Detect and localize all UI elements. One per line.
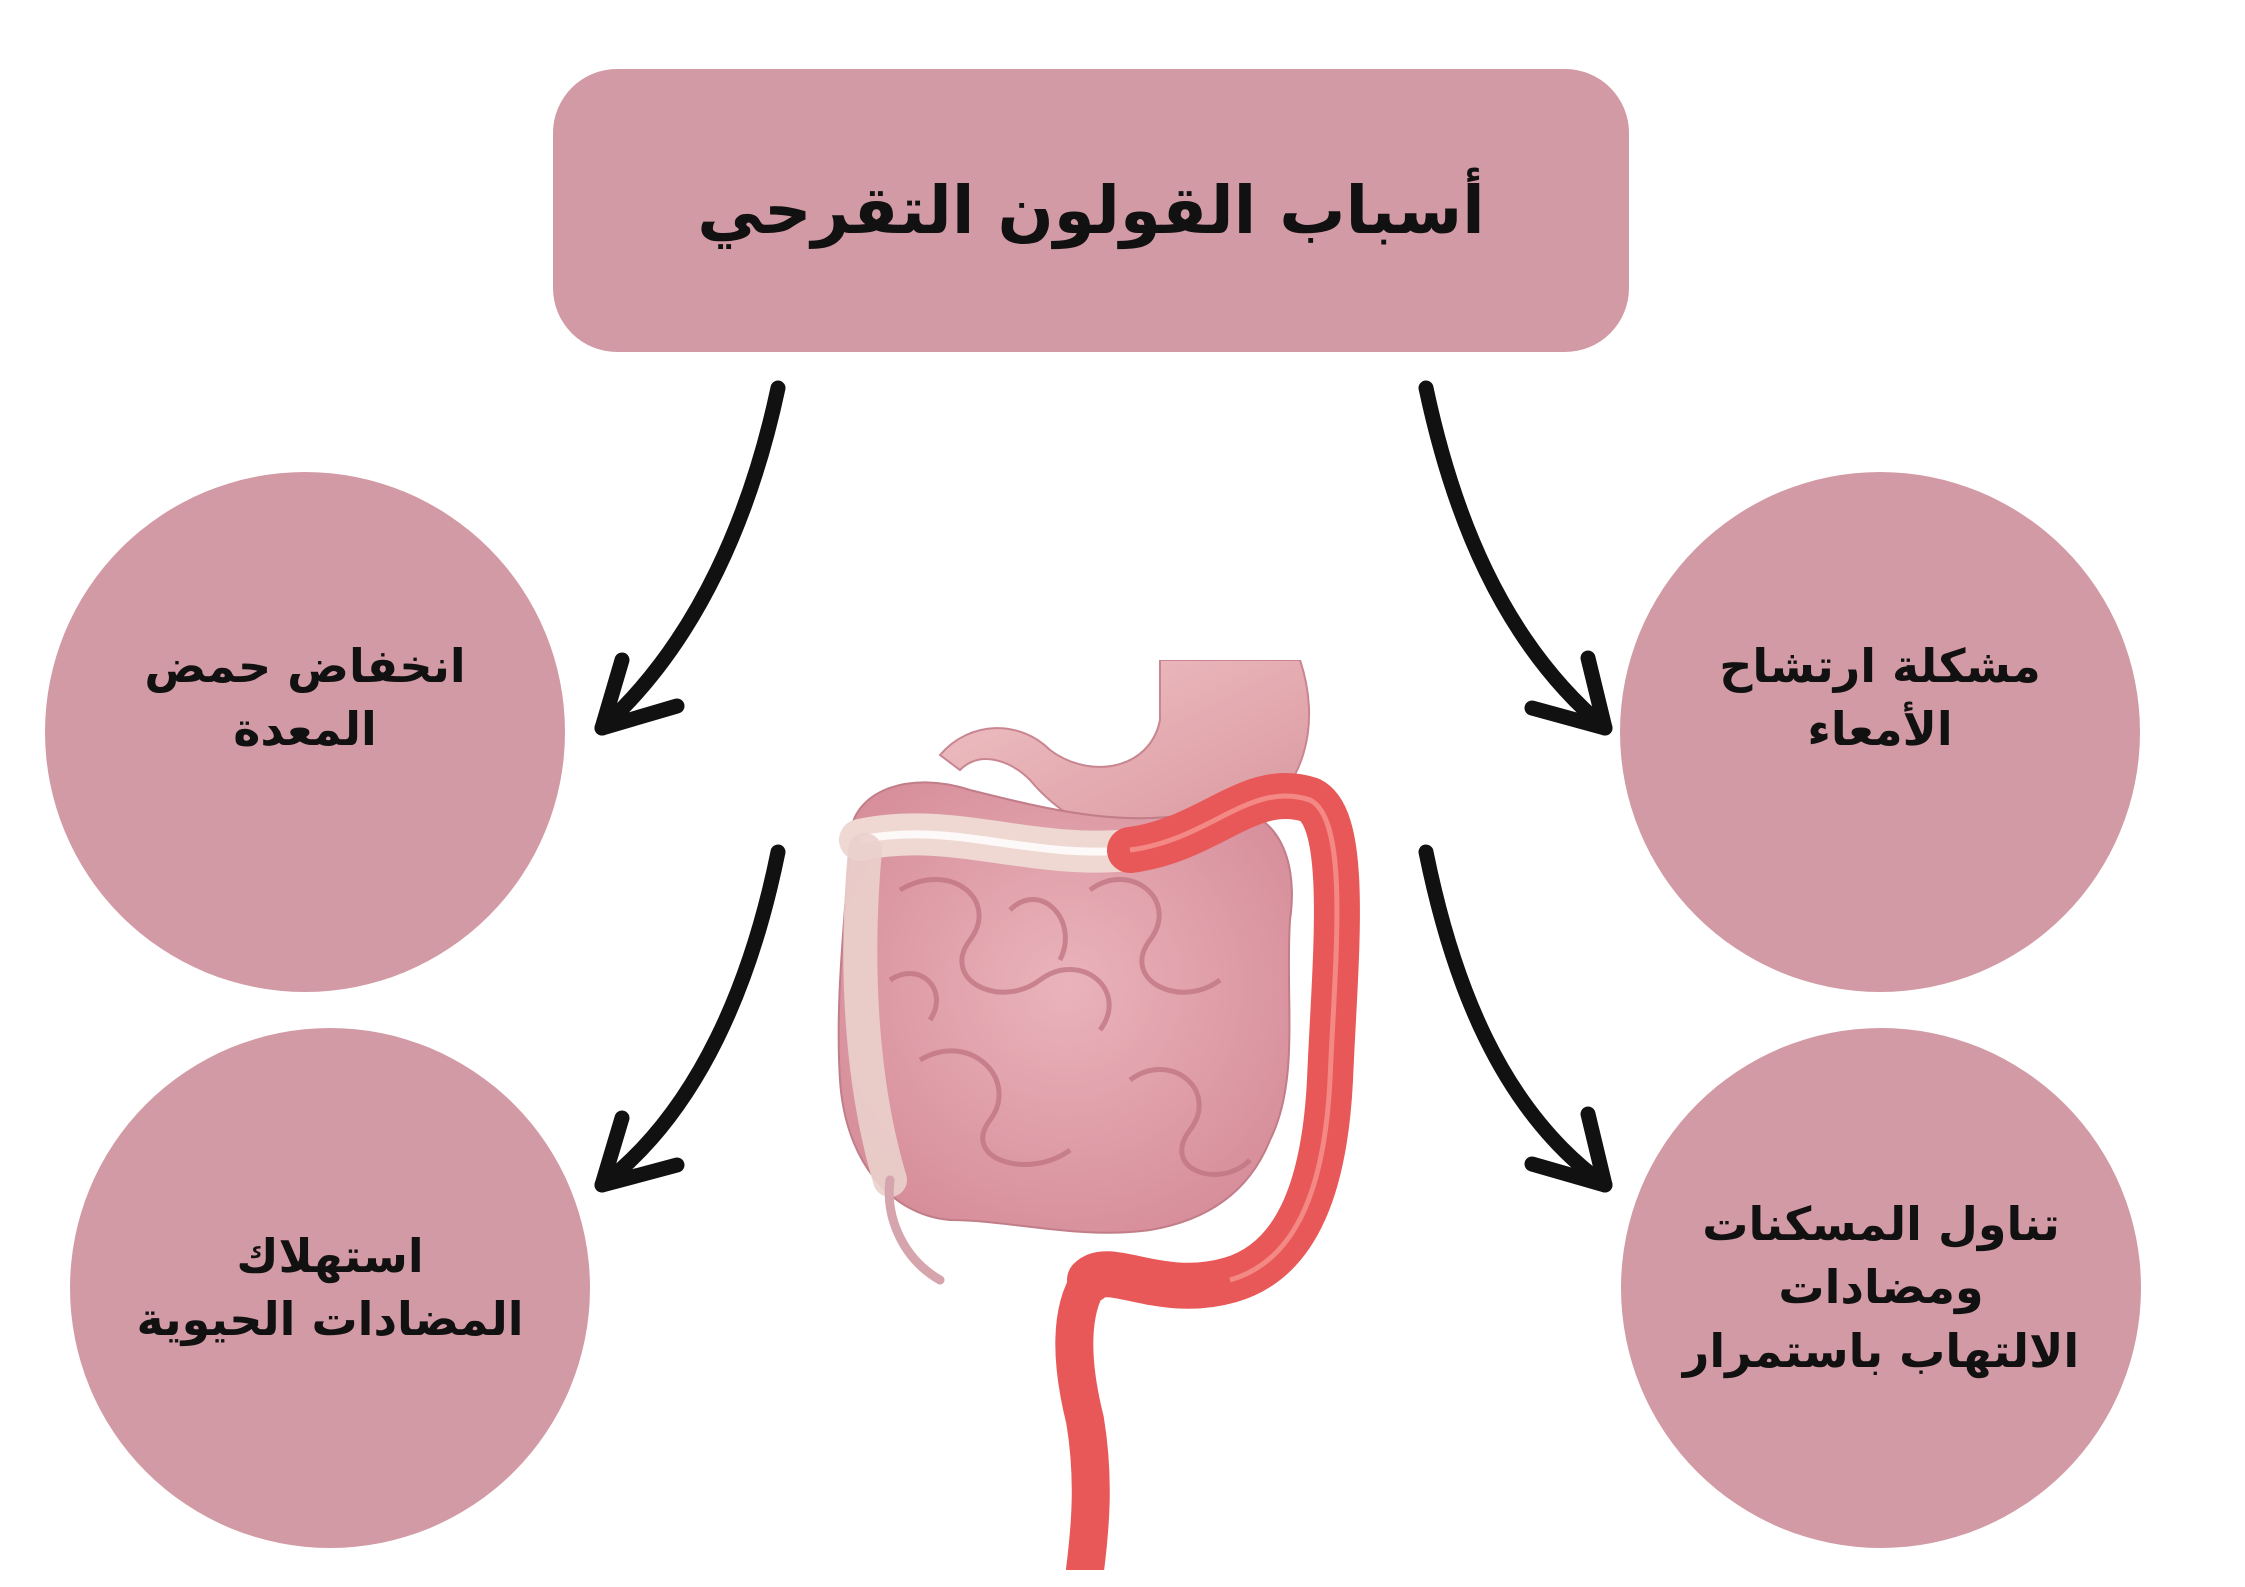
digestive-system-illustration [837, 660, 1360, 1570]
cause-label: تناول المسكنات ومضادات الالتهاب باستمرار [1682, 1196, 2080, 1378]
page-title: أسباب القولون التقرحي [697, 172, 1485, 249]
cause-circle-low-stomach-acid: انخفاض حمض المعدة [45, 472, 565, 992]
cause-circle-antibiotics: استهلاك المضادات الحيوية [70, 1028, 590, 1548]
cause-circle-painkillers: تناول المسكنات ومضادات الالتهاب باستمرار [1621, 1028, 2141, 1548]
arrow-icon [594, 380, 786, 736]
arrow-icon [1418, 844, 1613, 1193]
cause-label: انخفاض حمض المعدة [144, 638, 466, 756]
arrow-icon [594, 844, 786, 1193]
arrow-icon [1418, 380, 1613, 736]
title-box: أسباب القولون التقرحي [553, 69, 1629, 352]
cause-label: استهلاك المضادات الحيوية [136, 1228, 524, 1346]
cause-label: مشكلة ارتشاح الأمعاء [1719, 638, 2041, 756]
cause-circle-leaky-gut: مشكلة ارتشاح الأمعاء [1620, 472, 2140, 992]
